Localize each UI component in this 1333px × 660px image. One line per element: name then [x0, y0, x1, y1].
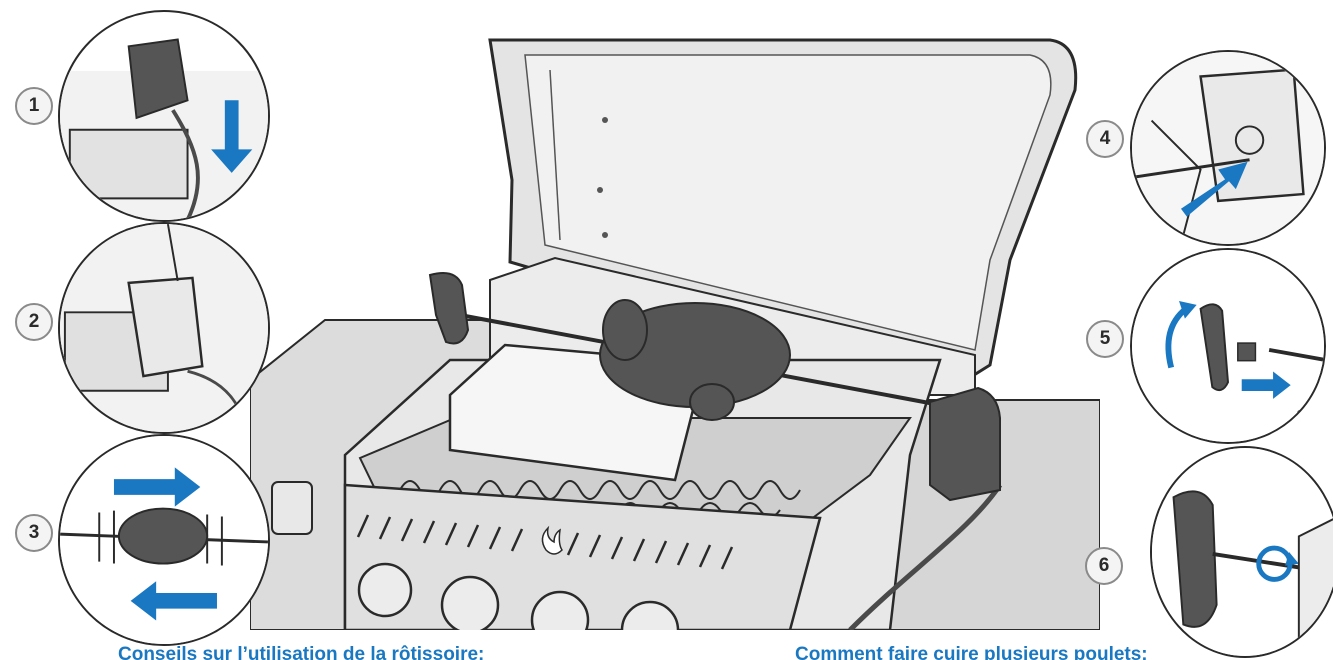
section-heading-multiple-chickens: Comment faire cuire plusieurs poulets: [795, 644, 1148, 660]
detail-circle-6 [1150, 446, 1333, 658]
section-heading-tips: Conseils sur l’utilisation de la rôtisso… [118, 644, 484, 660]
step-badge-2: 2 [15, 303, 53, 341]
step-badge-3: 3 [15, 514, 53, 552]
detail-circle-3 [58, 434, 270, 646]
detail-circle-2 [58, 222, 270, 434]
detail-circle-1 [58, 10, 270, 222]
grill-illustration [250, 30, 1100, 630]
step-badge-4: 4 [1086, 120, 1124, 158]
step-badge-5: 5 [1086, 320, 1124, 358]
detail-circle-5 [1130, 248, 1326, 444]
detail-circle-4 [1130, 50, 1326, 246]
step-badge-1: 1 [15, 87, 53, 125]
step-badge-6: 6 [1085, 547, 1123, 585]
